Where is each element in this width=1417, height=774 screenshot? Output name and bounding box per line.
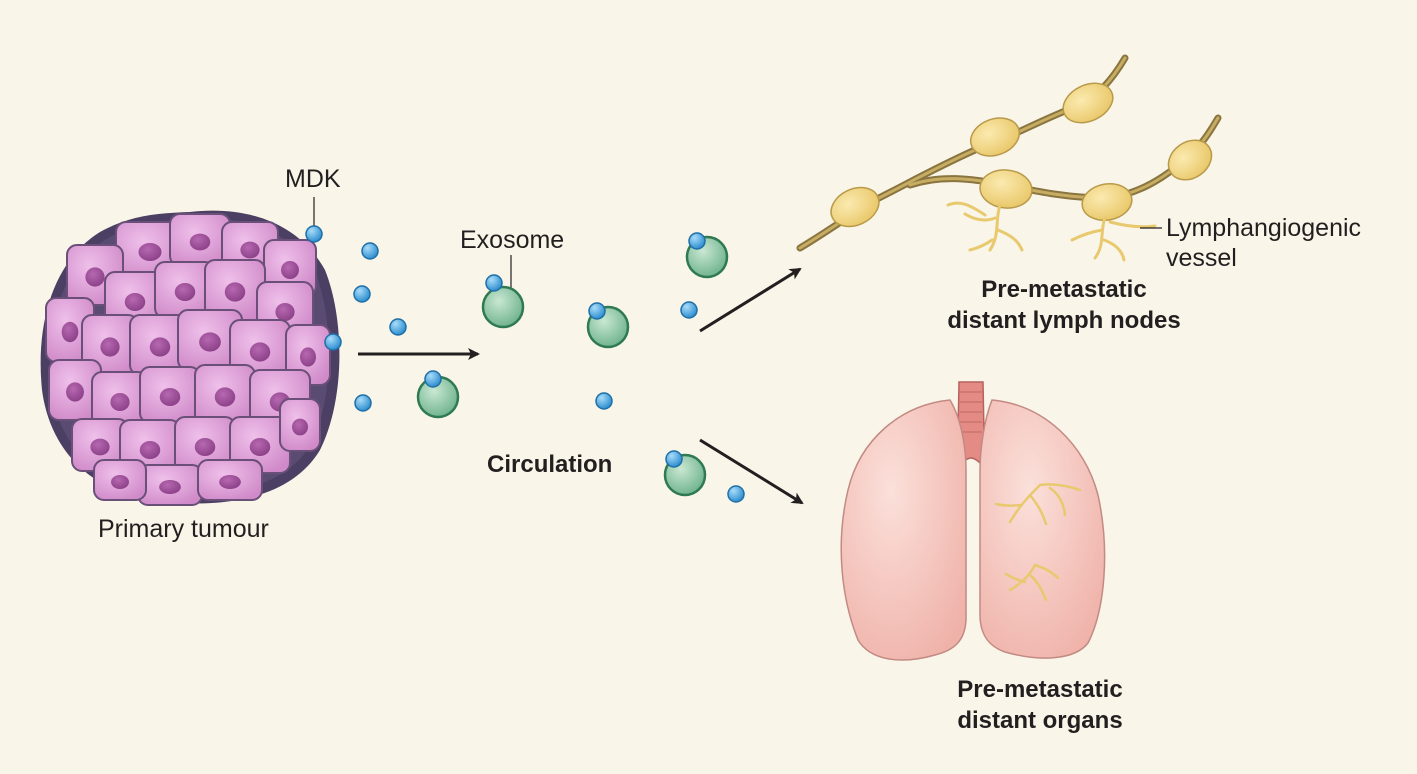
mdk-particle	[389, 318, 407, 336]
lymph-node	[979, 169, 1033, 209]
mdk-particle	[688, 232, 706, 250]
lymph-node	[1062, 82, 1114, 124]
mdk-particle	[588, 302, 606, 320]
arrow-to-lymph-nodes	[699, 267, 802, 333]
lymph-nodes-label-line-2: distant lymph nodes	[947, 307, 1181, 334]
organs-label: Pre-metastatic distant organs	[915, 674, 1165, 736]
circulation-label: Circulation	[487, 451, 613, 478]
mdk-particle	[727, 485, 745, 503]
mdk-particle	[354, 394, 372, 412]
lymph-vessel-network	[796, 54, 1222, 262]
tumour-cell	[279, 398, 321, 452]
organs-label-line-2: distant organs	[957, 707, 1123, 734]
lymph-node	[1167, 139, 1213, 181]
tumour-cells	[45, 213, 331, 506]
lymph-nodes-label: Pre-metastatic distant lymph nodes	[934, 274, 1194, 336]
mdk-particle	[305, 225, 323, 243]
lung-left	[979, 399, 1106, 659]
lymphangiogenic-vessel-label: Lymphangiogenic vessel	[1166, 213, 1361, 273]
mdk-particle	[595, 392, 613, 410]
mdk-particle	[485, 274, 503, 292]
arrow-to-organs	[699, 438, 804, 505]
primary-tumour-label: Primary tumour	[98, 515, 269, 543]
mdk-particle	[361, 242, 379, 260]
lymph-node	[830, 186, 880, 228]
tumour-cell	[129, 314, 191, 376]
mdk-particle	[680, 301, 698, 319]
vessel-label-line-1: Lymphangiogenic	[1166, 214, 1362, 242]
tumour-cell	[139, 366, 201, 424]
tumour-cell	[137, 464, 203, 506]
mdk-particle	[424, 370, 442, 388]
organs-label-line-1: Pre-metastatic	[957, 676, 1123, 703]
exosome-label: Exosome	[460, 226, 565, 254]
lungs	[840, 381, 1106, 661]
lung-right	[840, 399, 967, 661]
exosome	[481, 285, 525, 329]
primary-tumour	[40, 210, 340, 506]
tumour-cell	[93, 459, 147, 501]
lymph-node	[969, 117, 1021, 157]
lymph-nodes	[830, 82, 1213, 228]
lymph-node	[1081, 182, 1133, 222]
lymphangiogenic-sprouts	[946, 201, 1157, 262]
vessel-label-line-2: vessel	[1166, 244, 1237, 272]
lymph-nodes-label-line-1: Pre-metastatic	[981, 276, 1147, 303]
mdk-particle	[353, 285, 371, 303]
exosomes-and-mdk	[305, 225, 745, 503]
lung-lymph-sprouts	[994, 483, 1082, 602]
mdk-label: MDK	[285, 165, 341, 193]
mdk-particle	[665, 450, 683, 468]
mdk-particle	[324, 333, 342, 351]
tumour-cell	[197, 459, 263, 501]
